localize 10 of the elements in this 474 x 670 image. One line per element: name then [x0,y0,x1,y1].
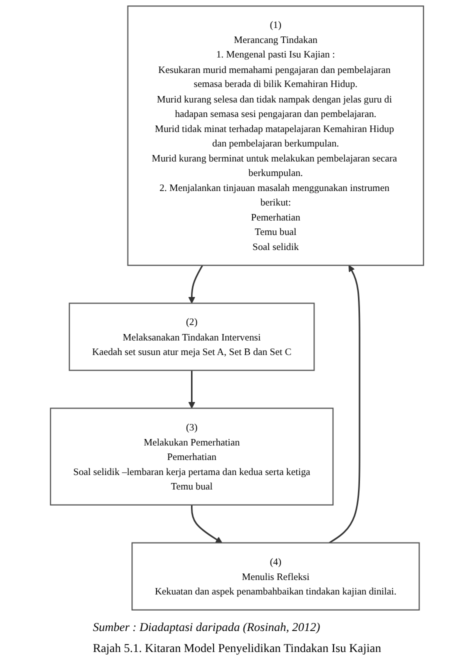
node-box: (2) Melaksanakan Tindakan Intervensi Kaedah set susun atur meja Set A, Set B dan Set C [68,302,315,371]
arrow [188,370,196,409]
arrow [328,265,360,544]
arrow [191,504,222,544]
figure-caption: Rajah 5.1. Kitaran Model Penyelidikan Tindakan Isu Kajian [92,641,382,656]
node-box: (1) Merancang Tindakan 1. Mengenal pasti Isu Kajian : Kesukaran murid memahami pengajaran dan pembelajaran semasa berada di bilik Kemahiran Hidup. Murid kurang selesa dan tidak nampak dengan jelas guru di hadapan semasa sesi pengajaran dan pembelajaran. Murid tidak minat terhadap matapelajaran Kemahiran Hidup dan pembelajaran berkumpulan. Murid kurang berminat untuk melakukan pembelajaran secara berkumpulan. 2. Menjalankan tinjauan masalah menggunakan instrumen berikut: Pemerhatian Temu bual Soal selidik [127,6,424,266]
arrow [188,264,204,304]
node-box: (4) Menulis Refleksi Kekuatan dan aspek penambahbaikan tindakan kajian dinilai. [132,542,420,610]
node-box: (3) Melakukan Pemerhatian Pemerhatian Soal selidik –lembaran kerja pertama dan kedua serta ketiga Temu bual [50,408,334,506]
source-note: Sumber : Diadaptasi daripada (Rosinah, 2012) [92,620,322,635]
